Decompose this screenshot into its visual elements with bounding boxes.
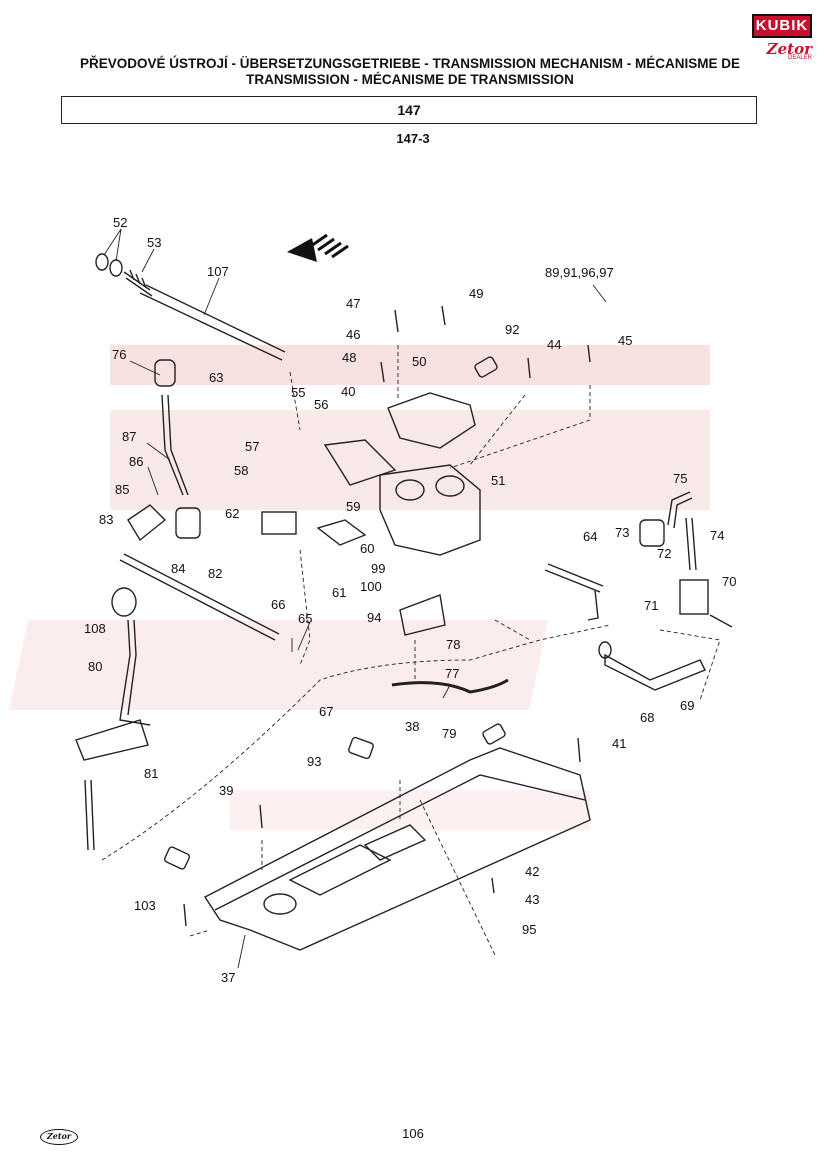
section-number: 147 (61, 96, 757, 124)
callout-label: 82 (208, 566, 222, 581)
lever-68 (598, 641, 706, 691)
callout-label: 49 (469, 286, 483, 301)
leader-lines (103, 228, 607, 969)
callout-label: 67 (319, 704, 333, 719)
callout-label: 76 (112, 347, 126, 362)
sensor-93 (348, 736, 374, 760)
callout-label: 85 (115, 482, 129, 497)
callout-label: 57 (245, 439, 259, 454)
callout-label: 70 (722, 574, 736, 589)
callout-label: 95 (522, 922, 536, 937)
callout-label: 66 (271, 597, 285, 612)
frame-37 (203, 747, 591, 951)
callout-label: 83 (99, 512, 113, 527)
callout-label: 78 (446, 637, 460, 652)
gear-lever-87 (154, 359, 201, 539)
callout-label: 62 (225, 506, 239, 521)
callout-label: 75 (673, 471, 687, 486)
lever-64 (544, 563, 604, 621)
callout-label: 89,91,96,97 (545, 265, 614, 280)
callout-label: 38 (405, 719, 419, 734)
callout-label: 60 (360, 541, 374, 556)
callout-label: 72 (657, 546, 671, 561)
callout-label: 42 (525, 864, 539, 879)
sensor-92 (474, 356, 498, 378)
arm-75 (639, 491, 733, 628)
callout-label: 92 (505, 322, 519, 337)
callout-label: 87 (122, 429, 136, 444)
callout-label: 63 (209, 370, 223, 385)
callout-label: 45 (618, 333, 632, 348)
zetor-logo-text: Zetor (766, 40, 812, 58)
callout-label: 55 (291, 385, 305, 400)
callout-label: 51 (491, 473, 505, 488)
callout-label: 77 (445, 666, 459, 681)
callout-label: 43 (525, 892, 539, 907)
callout-label: 84 (171, 561, 185, 576)
housing-51 (323, 439, 481, 556)
callout-label: 107 (207, 264, 229, 279)
callout-label: 44 (547, 337, 561, 352)
callout-label: 64 (583, 529, 597, 544)
sensor-92 (482, 723, 506, 745)
callout-label: 68 (640, 710, 654, 725)
callout-label: 100 (360, 579, 382, 594)
sensor-92 (163, 846, 191, 870)
callout-label: 61 (332, 585, 346, 600)
callout-label: 86 (129, 454, 143, 469)
callout-label: 73 (615, 525, 629, 540)
kubik-logo-text: KUBIK (752, 14, 812, 38)
callout-label: 46 (346, 327, 360, 342)
callout-label: 37 (221, 970, 235, 985)
bracket-62 (261, 511, 297, 535)
callout-label: 58 (234, 463, 248, 478)
page-number: 106 (402, 1126, 424, 1141)
kubik-logo: KUBIK Zetor DEALER (752, 14, 812, 70)
callout-label: 74 (710, 528, 724, 543)
callout-label: 52 (113, 215, 127, 230)
zetor-footer-logo: Zetor (40, 1129, 78, 1145)
cable-79 (391, 678, 509, 694)
shaft-107 (95, 253, 286, 361)
callout-label: 50 (412, 354, 426, 369)
bracket-78 (399, 594, 446, 636)
subsection-number: 147-3 (396, 131, 430, 146)
callout-label: 47 (346, 296, 360, 311)
callout-label: 39 (219, 783, 233, 798)
callout-label: 99 (371, 561, 385, 576)
callout-label: 94 (367, 610, 381, 625)
callout-label: 71 (644, 598, 658, 613)
callout-label: 59 (346, 499, 360, 514)
cover-50 (387, 392, 476, 449)
bolts (183, 305, 591, 927)
callout-label: 108 (84, 621, 106, 636)
callout-label: 93 (307, 754, 321, 769)
callout-label: 40 (341, 384, 355, 399)
callout-label: 103 (134, 898, 156, 913)
callout-label: 56 (314, 397, 328, 412)
plate-60 (316, 519, 367, 546)
callout-label: 41 (612, 736, 626, 751)
page-title: PŘEVODOVÉ ÚSTROJÍ - ÜBERSETZUNGSGETRIEBE… (79, 56, 741, 87)
callout-label: 65 (298, 611, 312, 626)
dealer-logo-text: DEALER (787, 55, 812, 61)
lever-80 (75, 587, 151, 851)
callout-label: 48 (342, 350, 356, 365)
callout-labels: 52 53 107 76 63 87 86 85 83 84 82 108 80… (84, 215, 736, 985)
assembly-lines (101, 345, 721, 956)
callout-label: 69 (680, 698, 694, 713)
callout-label: 80 (88, 659, 102, 674)
callout-label: 53 (147, 235, 161, 250)
callout-label: 79 (442, 726, 456, 741)
watermark (9, 345, 710, 830)
callout-label: 81 (144, 766, 158, 781)
rod-82 (119, 504, 280, 641)
direction-arrow-icon (287, 233, 349, 262)
